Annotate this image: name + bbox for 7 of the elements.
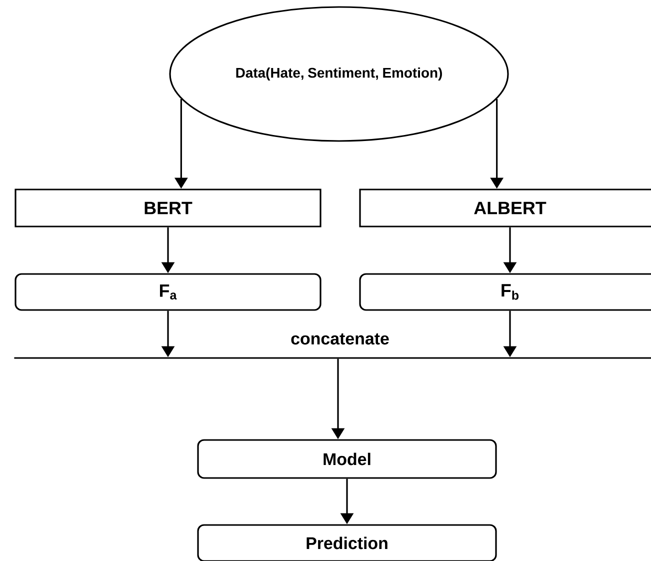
concatenate-line: concatenate: [14, 333, 651, 359]
process-box: BERT: [14, 188, 322, 228]
process-box: F$_{a}$: [14, 273, 322, 311]
process-box: ALBERT: [359, 188, 651, 228]
process-box: F$_{b}$: [359, 273, 651, 311]
process-box: Model: [197, 439, 497, 479]
process-box: Prediction: [197, 524, 497, 561]
